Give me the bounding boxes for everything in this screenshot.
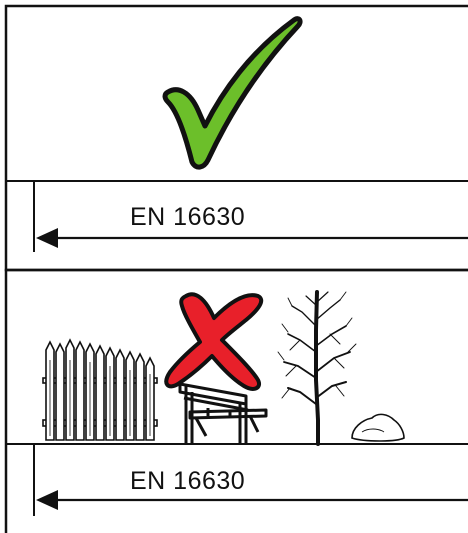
bench-icon [180, 384, 266, 444]
standard-label-bottom: EN 16630 [130, 467, 245, 496]
fence-icon [43, 340, 157, 440]
cross-icon [166, 294, 261, 389]
arrowhead-top [36, 228, 58, 248]
rock-icon [352, 414, 404, 441]
checkmark-icon [165, 19, 300, 167]
tree-icon [278, 292, 356, 444]
arrowhead-bottom [36, 490, 58, 510]
standard-label-top: EN 16630 [130, 203, 245, 232]
